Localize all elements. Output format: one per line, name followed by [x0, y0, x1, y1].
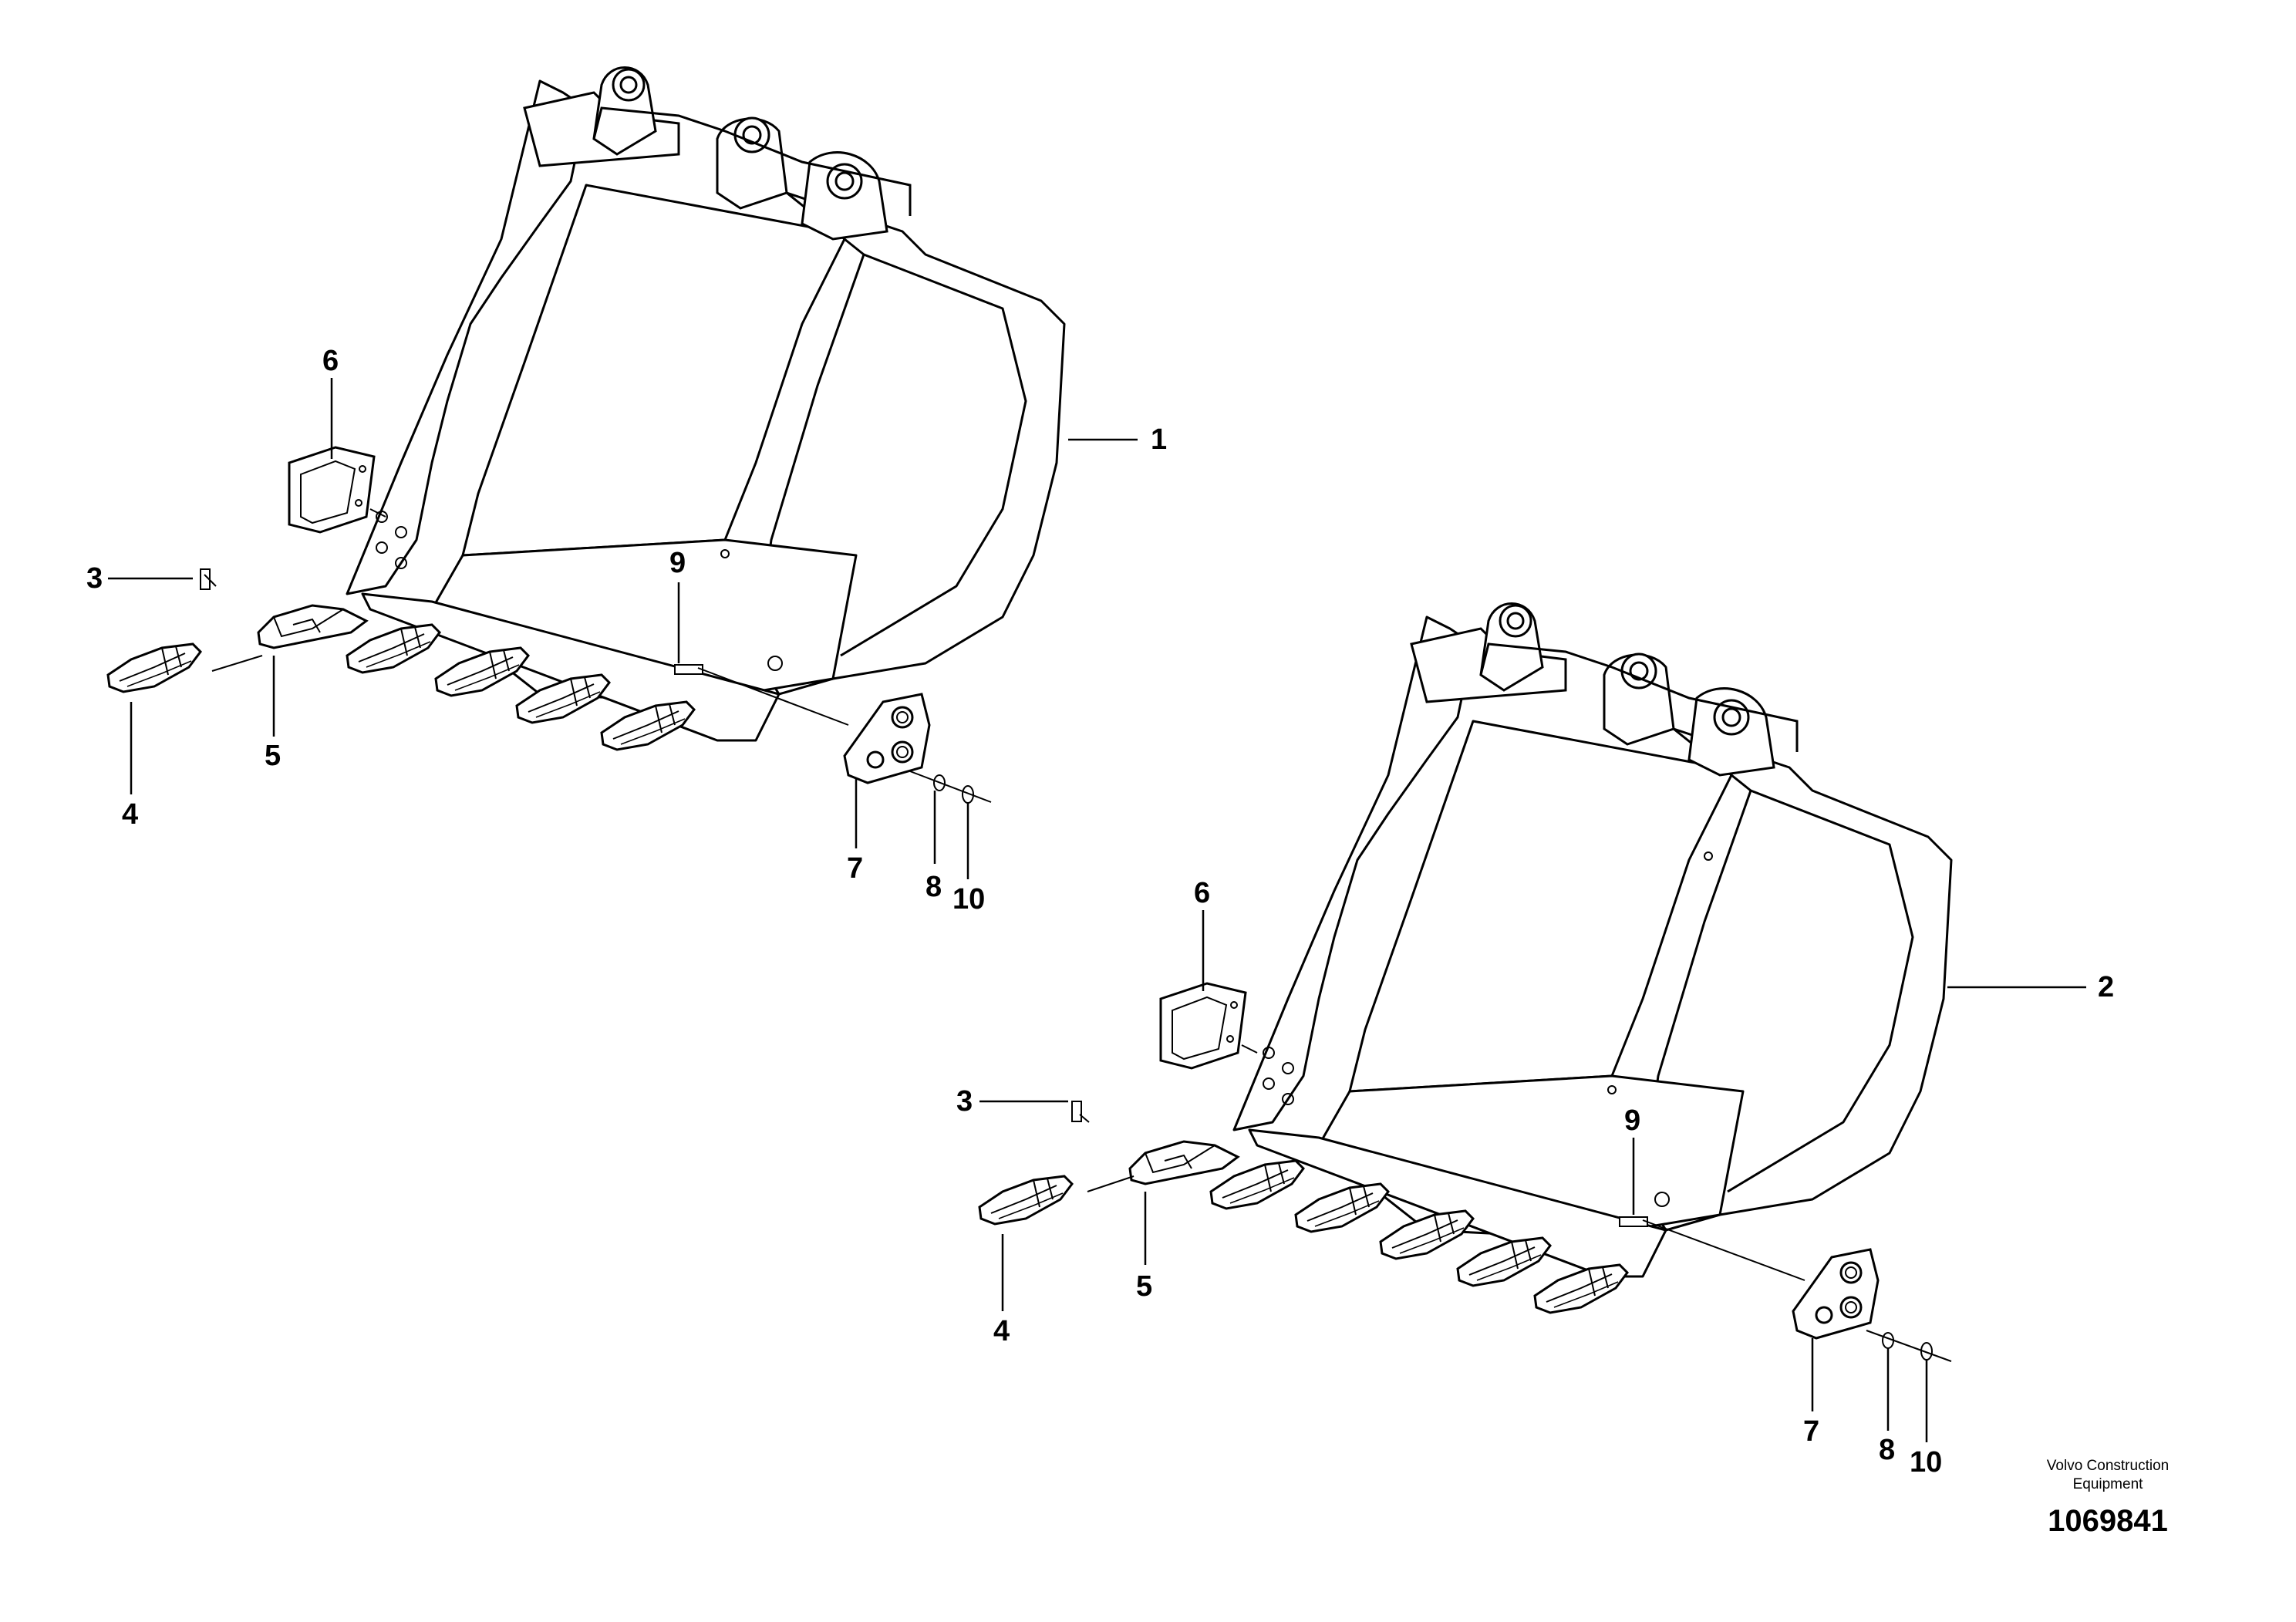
- bucket-body-1: [346, 79, 1066, 742]
- side-plate-2: [1792, 1248, 1880, 1340]
- washer-nut-2: [1882, 1332, 1933, 1361]
- callout-side-plate-2: 7: [1803, 1415, 1819, 1448]
- bucket-body-2: [1232, 615, 1953, 1278]
- brand-line-1: Volvo Construction: [2046, 1458, 2170, 1474]
- side-plate-1: [843, 693, 931, 784]
- pin-2: [1071, 1101, 1082, 1122]
- leader-lines-2: [979, 910, 2086, 1442]
- callout-bucket-2: 2: [2098, 971, 2114, 1003]
- brand-line-2: Equipment: [2072, 1476, 2143, 1492]
- bolt-1: [674, 664, 703, 675]
- mounting-lugs-1: [523, 66, 912, 241]
- bolt-holes-2: [1263, 851, 1713, 1207]
- callout-washer-2: 8: [1879, 1434, 1895, 1466]
- document-number: 1069841: [2048, 1504, 2168, 1538]
- bucket-assembly-1: 1 3 4 5 6 7 8 10 9: [86, 66, 1167, 916]
- bolt-holes-1: [376, 511, 783, 671]
- callout-side-cutter-1: 6: [322, 345, 339, 377]
- callout-pin-2: 3: [956, 1085, 973, 1118]
- callout-tooth-1: 4: [122, 798, 138, 831]
- bolt-2: [1619, 1216, 1648, 1227]
- callout-nut-1: 10: [952, 883, 985, 916]
- callout-nut-2: 10: [1910, 1446, 1942, 1479]
- assembly-lines-2: [1079, 1044, 1952, 1362]
- side-cutter-2: [1159, 982, 1247, 1070]
- callout-tooth-2: 4: [993, 1315, 1010, 1347]
- callout-adapter-2: 5: [1136, 1270, 1152, 1303]
- bucket-assembly-2: 2 3 4 5 6 7 8 10 9: [956, 602, 2114, 1479]
- leader-lines-1: [108, 378, 1138, 879]
- mounting-lugs-2: [1410, 602, 1799, 777]
- callout-side-cutter-2: 6: [1194, 877, 1210, 909]
- callout-bolt-2: 9: [1624, 1104, 1640, 1137]
- side-cutter-1: [288, 446, 376, 534]
- callout-bucket-1: 1: [1151, 423, 1167, 456]
- callout-side-plate-1: 7: [847, 852, 863, 885]
- callout-bolt-1: 9: [669, 547, 686, 579]
- callout-washer-1: 8: [925, 871, 942, 903]
- callout-pin-1: 3: [86, 562, 103, 595]
- tooth-exploded-2: [978, 1175, 1074, 1226]
- callout-adapter-1: 5: [265, 740, 281, 772]
- tooth-exploded-1: [106, 642, 202, 693]
- assembly-lines-1: [204, 508, 992, 803]
- washer-nut-1: [933, 774, 974, 804]
